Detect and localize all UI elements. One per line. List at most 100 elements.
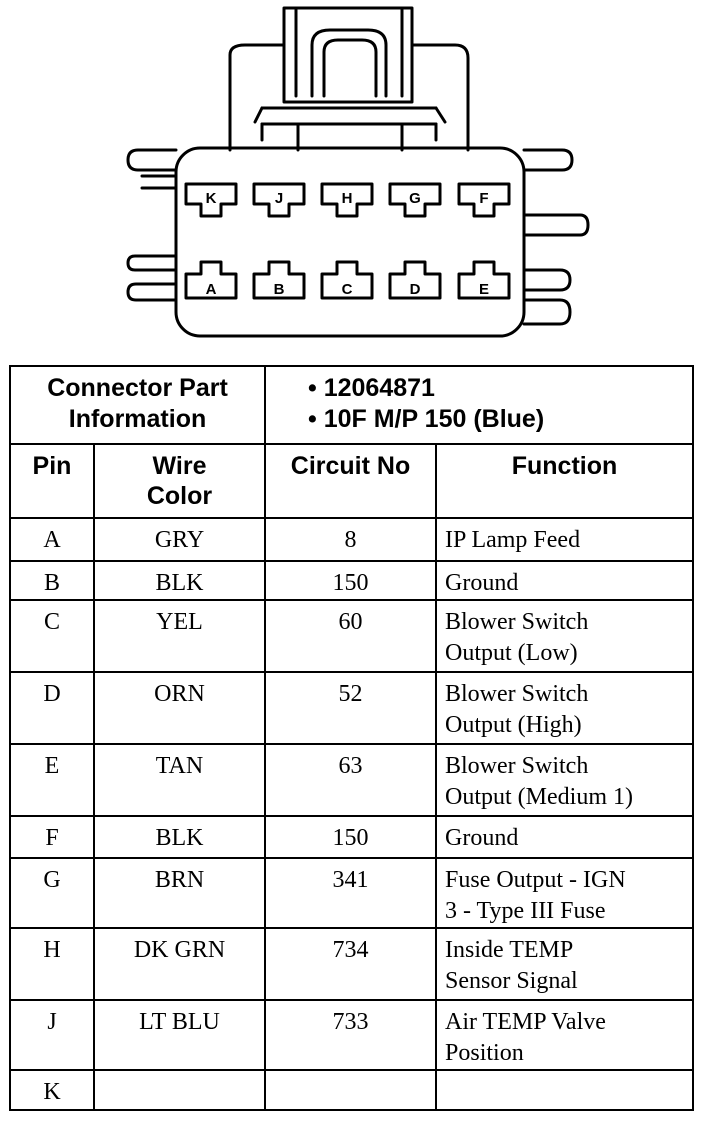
pin-cell: K xyxy=(9,1069,95,1111)
cavity-label: C xyxy=(342,281,353,298)
part-info-label-line2: Information xyxy=(68,405,207,433)
wire-color-cell: LT BLU xyxy=(93,999,266,1071)
wire-color-cell: YEL xyxy=(93,599,266,673)
wire-color-cell: BLK xyxy=(93,815,266,859)
cavity-top-f: F xyxy=(457,182,511,218)
cavity-label: A xyxy=(206,281,217,298)
wire-color-header-line1: Wire xyxy=(152,452,207,480)
function-line1: Blower Switch xyxy=(445,609,589,635)
function-line2: Output (Medium 1) xyxy=(445,784,633,810)
cavity-label: D xyxy=(410,281,421,298)
circuit-no-cell: 341 xyxy=(264,857,437,929)
cavity-top-k: K xyxy=(184,182,238,218)
cavity-label: K xyxy=(206,190,217,207)
cavity-outline xyxy=(388,182,442,218)
function-line2: Position xyxy=(445,1040,524,1066)
pin-cell: G xyxy=(9,857,95,929)
connector-pinout-table: Connector Part Information 12064871 10F … xyxy=(9,365,694,1111)
circuit-no-cell xyxy=(264,1069,437,1111)
cavity-top-h: H xyxy=(320,182,374,218)
function-cell xyxy=(435,1069,694,1111)
cavity-label: H xyxy=(342,190,353,207)
pin-cell: F xyxy=(9,815,95,859)
cavity-top-j: J xyxy=(252,182,306,218)
pin-cell: E xyxy=(9,743,95,817)
wire-color-header-line2: Color xyxy=(146,482,213,510)
circuit-no-cell: 150 xyxy=(264,815,437,859)
function-line2: Output (High) xyxy=(445,712,582,738)
cavity-outline xyxy=(388,260,442,300)
cavity-bottom-e: E xyxy=(457,260,511,300)
cavity-bottom-c: C xyxy=(320,260,374,300)
cavity-label: E xyxy=(479,281,489,298)
function-cell: Ground xyxy=(435,560,694,601)
cavity-label: F xyxy=(479,190,488,207)
cavity-label: G xyxy=(409,190,421,207)
circuit-no-cell: 734 xyxy=(264,927,437,1001)
wire-color-cell: BLK xyxy=(93,560,266,601)
function-line1: Inside TEMP xyxy=(445,937,574,963)
wire-color-cell: GRY xyxy=(93,517,266,562)
cavity-outline xyxy=(320,260,374,300)
cavity-bottom-d: D xyxy=(388,260,442,300)
function-column-header: Function xyxy=(435,443,694,519)
pin-cell: H xyxy=(9,927,95,1001)
function-cell: Inside TEMP Sensor Signal xyxy=(435,927,694,1001)
cavity-outline xyxy=(252,260,306,300)
cavity-outline xyxy=(252,182,306,218)
function-cell: IP Lamp Feed xyxy=(435,517,694,562)
pin-cell: D xyxy=(9,671,95,745)
function-cell: Ground xyxy=(435,815,694,859)
connector-face-diagram: K J H G F A B C D E xyxy=(126,6,590,338)
circuit-no-cell: 8 xyxy=(264,517,437,562)
function-line1: Blower Switch xyxy=(445,681,589,707)
circuit-no-cell: 733 xyxy=(264,999,437,1071)
function-line1: IP Lamp Feed xyxy=(445,527,581,553)
cavity-bottom-b: B xyxy=(252,260,306,300)
pin-cell: C xyxy=(9,599,95,673)
circuit-no-column-header: Circuit No xyxy=(264,443,437,519)
part-number: 12064871 xyxy=(308,373,692,404)
connector-description: 10F M/P 150 (Blue) xyxy=(308,404,692,435)
function-line1: Air TEMP Valve xyxy=(445,1009,606,1035)
part-info-label-line1: Connector Part xyxy=(47,374,228,402)
circuit-no-cell: 150 xyxy=(264,560,437,601)
cavity-outline xyxy=(457,260,511,300)
wire-color-cell: DK GRN xyxy=(93,927,266,1001)
function-line1: Ground xyxy=(445,825,519,851)
table-row: K xyxy=(9,1069,694,1111)
function-line1: Fuse Output - IGN xyxy=(445,867,626,893)
part-info-row: Connector Part Information 12064871 10F … xyxy=(9,365,694,445)
cavity-outline xyxy=(457,182,511,218)
cavity-label: J xyxy=(275,190,283,207)
function-line2: 3 - Type III Fuse xyxy=(445,898,606,924)
pin-column-header: Pin xyxy=(9,443,95,519)
function-line2: Sensor Signal xyxy=(445,968,578,994)
wire-color-cell: ORN xyxy=(93,671,266,745)
wire-color-cell xyxy=(93,1069,266,1111)
cavity-outline xyxy=(320,182,374,218)
pin-cell: J xyxy=(9,999,95,1071)
function-line1: Ground xyxy=(445,570,519,596)
function-cell: Fuse Output - IGN 3 - Type III Fuse xyxy=(435,857,694,929)
pin-cell: A xyxy=(9,517,95,562)
function-line1: Blower Switch xyxy=(445,753,589,779)
function-line2: Output (Low) xyxy=(445,640,578,666)
circuit-no-cell: 52 xyxy=(264,671,437,745)
wire-color-cell: BRN xyxy=(93,857,266,929)
circuit-no-cell: 63 xyxy=(264,743,437,817)
pin-cell: B xyxy=(9,560,95,601)
cavity-outline xyxy=(184,260,238,300)
